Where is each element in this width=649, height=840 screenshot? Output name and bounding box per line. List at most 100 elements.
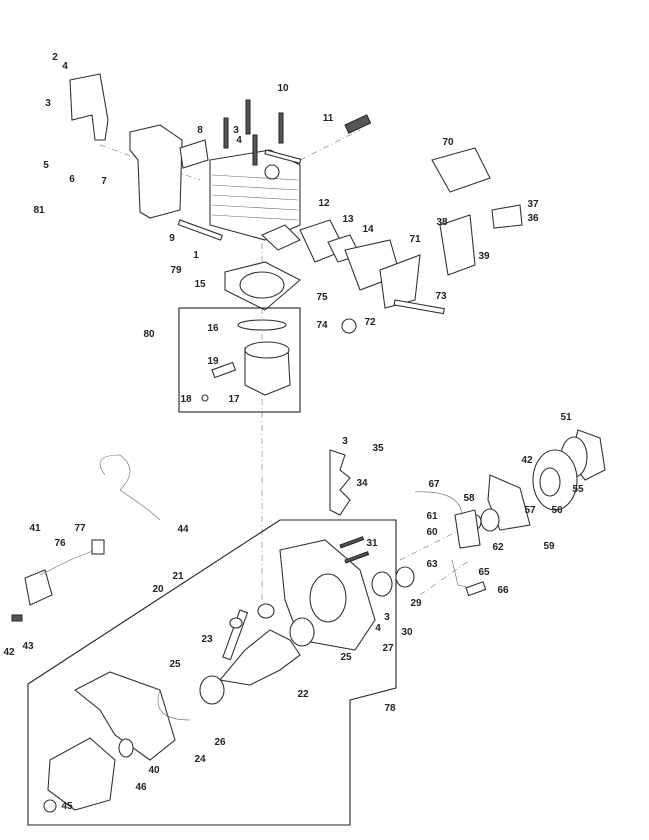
bumper-spike [329, 449, 351, 516]
callout-label: 58 [463, 493, 475, 504]
bearing [199, 675, 225, 705]
callout-label: 31 [366, 538, 378, 549]
callout-label: 23 [201, 634, 213, 645]
bolt [223, 117, 229, 149]
piston-kit-box [178, 307, 301, 413]
throttle-plate [439, 214, 476, 276]
callout-label: 34 [356, 478, 368, 489]
piston-ring [237, 319, 287, 331]
callout-label: 29 [410, 598, 422, 609]
callout-label: 8 [197, 125, 203, 136]
callout-label: 61 [426, 511, 438, 522]
hv-lead [39, 547, 101, 576]
callout-label: 9 [169, 233, 175, 244]
screw [11, 614, 23, 622]
primer-bulb [341, 318, 357, 334]
callout-label: 72 [364, 317, 376, 328]
bolt [252, 134, 258, 166]
gasket-kit [431, 147, 491, 193]
oil-pump [454, 509, 481, 549]
callout-label: 62 [492, 542, 504, 553]
callout-label: 41 [29, 523, 41, 534]
callout-label: 10 [277, 83, 289, 94]
callout-label: 7 [101, 176, 107, 187]
callout-label: 75 [316, 292, 328, 303]
callout-label: 56 [551, 505, 563, 516]
bearing [289, 617, 315, 647]
crankcase-half [73, 671, 176, 761]
muffler-shield [69, 73, 109, 141]
washer [229, 617, 243, 629]
circlip [371, 571, 393, 597]
callout-label: 63 [426, 559, 438, 570]
callout-label: 14 [362, 224, 374, 235]
callout-label: 15 [194, 279, 206, 290]
callout-label: 59 [543, 541, 555, 552]
callout-label: 12 [318, 198, 330, 209]
callout-label: 44 [177, 524, 189, 535]
cylinder-fins [211, 174, 299, 221]
callout-label: 39 [478, 251, 490, 262]
callout-label: 81 [33, 205, 45, 216]
callout-label: 55 [572, 484, 584, 495]
callout-label: 36 [527, 213, 539, 224]
callout-label: 76 [54, 538, 66, 549]
stud [177, 219, 223, 241]
bracket [491, 204, 523, 229]
circlip [201, 394, 209, 402]
callout-label: 22 [297, 689, 309, 700]
callout-label: 26 [214, 737, 226, 748]
crankcase-group [27, 519, 397, 826]
callout-label: 37 [527, 199, 539, 210]
intake-gasket [261, 224, 301, 251]
cylinder-port [264, 164, 280, 180]
callout-label: 45 [61, 801, 73, 812]
callout-label: 73 [435, 291, 447, 302]
callout-label: 2 [52, 52, 58, 63]
callout-label: 66 [497, 585, 509, 596]
filter [465, 581, 487, 597]
dowel-pin [339, 536, 365, 549]
callout-label: 78 [384, 703, 396, 714]
ignition-lead [99, 454, 161, 521]
wire [157, 689, 191, 721]
piston-pin [211, 361, 237, 379]
callout-label: 38 [436, 217, 448, 228]
callout-label: 20 [152, 584, 164, 595]
muffler [129, 124, 183, 219]
callout-label: 40 [148, 765, 160, 776]
callout-label: 77 [74, 523, 86, 534]
oil-seal [395, 566, 415, 588]
callout-label: 79 [170, 265, 182, 276]
sprocket [539, 467, 561, 497]
ignition-coil [24, 569, 53, 606]
callout-label: 67 [428, 479, 440, 490]
crankshaft [218, 629, 301, 686]
callout-label: 18 [180, 394, 192, 405]
callout-label: 46 [135, 782, 147, 793]
callout-label: 5 [43, 160, 49, 171]
bolt [245, 99, 251, 135]
muffler-gasket [179, 139, 209, 169]
callout-label: 25 [340, 652, 352, 663]
carb-bracket [379, 254, 421, 309]
callout-label: 17 [228, 394, 240, 405]
dowel-pin [344, 551, 370, 564]
callout-label: 4 [62, 61, 68, 72]
callout-label: 70 [442, 137, 454, 148]
callout-label: 3 [384, 612, 390, 623]
callout-label: 4 [236, 135, 242, 146]
callout-label: 25 [169, 659, 181, 670]
callout-label: 42 [3, 647, 15, 658]
flywheel [47, 737, 116, 811]
bolt [278, 112, 284, 144]
callout-label: 3 [45, 98, 51, 109]
worm-gear [480, 508, 500, 532]
callout-label: 65 [478, 567, 490, 578]
callout-label: 60 [426, 527, 438, 538]
screw [393, 299, 445, 315]
spark-boot [91, 539, 105, 555]
callout-label: 35 [372, 443, 384, 454]
